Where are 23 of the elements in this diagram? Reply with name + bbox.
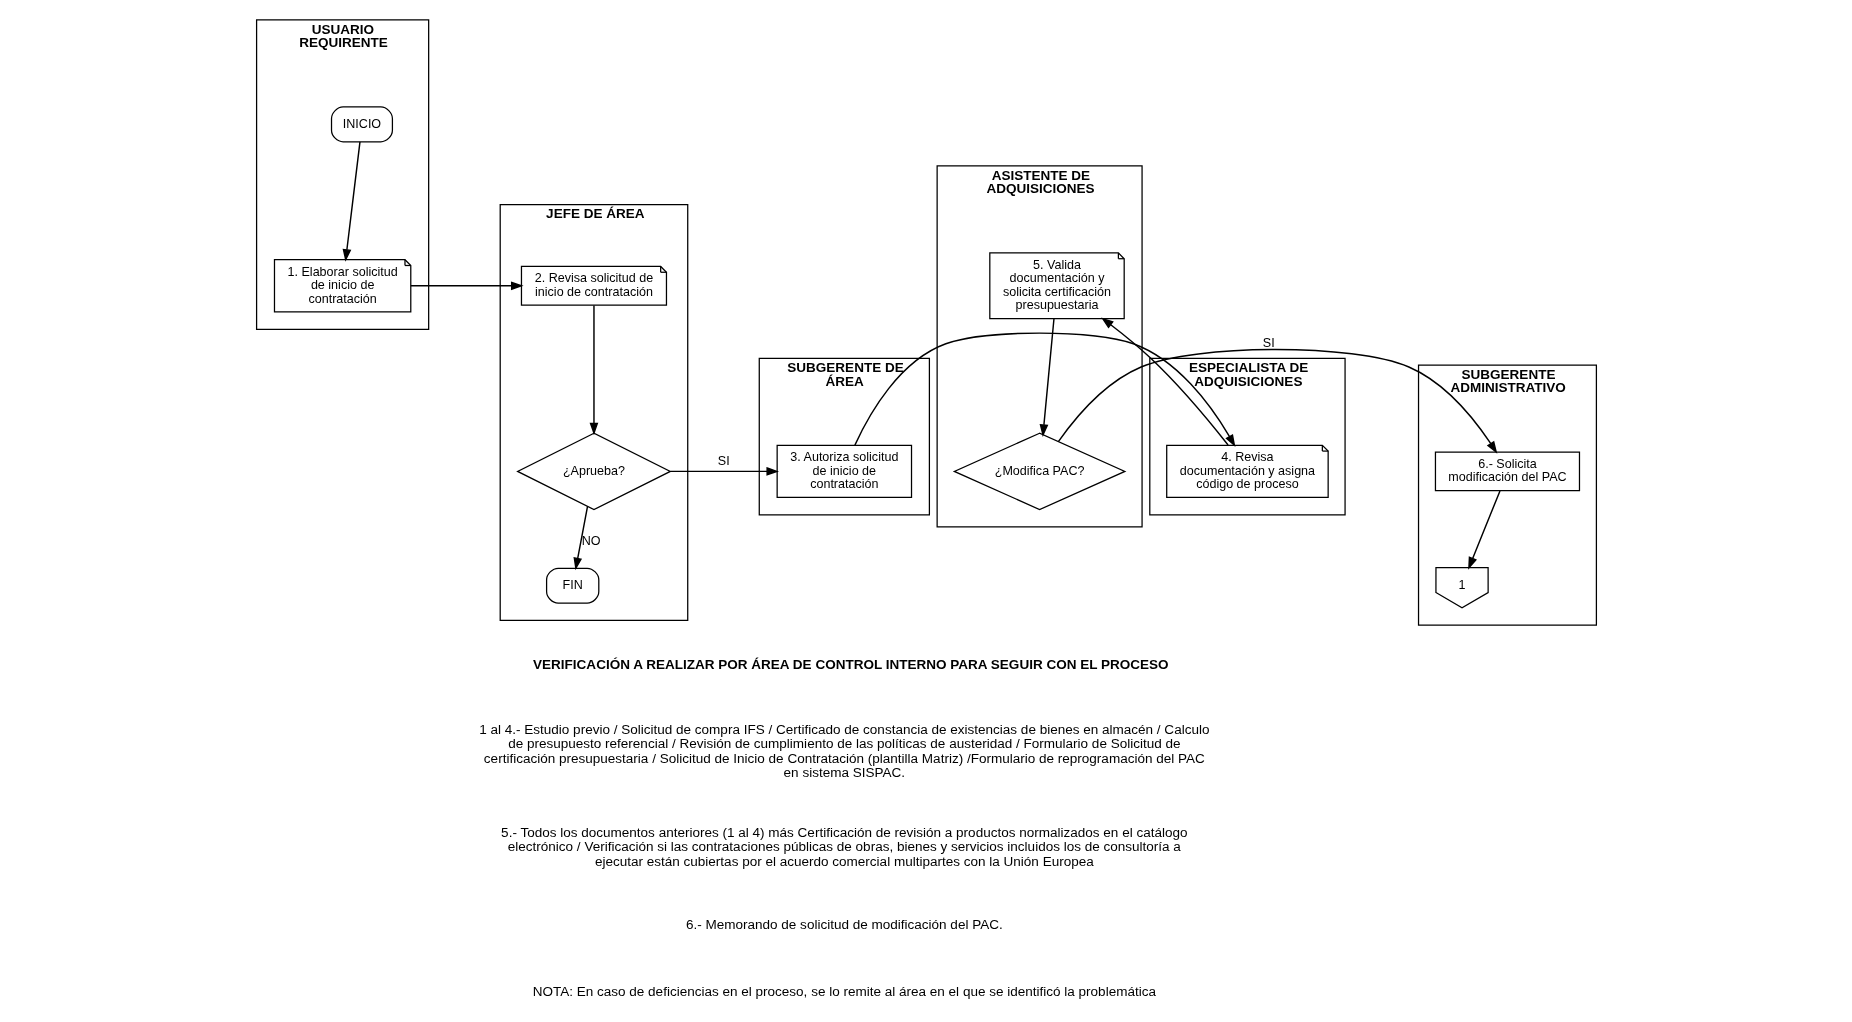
arrow [409,281,524,291]
arrow [1039,318,1055,437]
arrow [589,304,598,436]
edge-label: SI [1262,336,1275,351]
label: 6.- Memorando de solicitud de modificación del PAC. [685,917,1003,933]
arrow [1100,317,1229,446]
node-box: 3. Autoriza solicitud de inicio de contratación [776,444,912,499]
node-box: FIN [545,567,599,604]
arrow [853,332,1235,447]
arrow [669,467,779,476]
arrow [342,141,361,262]
node-box: INICIO [330,106,393,143]
node-diamond: ¿Modifica PAC? [952,432,1126,511]
label: VERIFICACIÓN A REALIZAR POR ÁREA DE CONTROL INTERNO PARA SEGUIR CON EL PROCESO [532,657,1169,673]
edge-label: SI [717,454,730,469]
label: 1 al 4.- Estudio previo / Solicitud de compra IFS / Certificado de constancia de existencias de bienes en almacén / Calculo de presupuesto referencial / Revisión de cumplimiento de las políticas de austeridad / Formulario de Solicitud de certificación presupuestaria / Solicitud de Inicio de Contratación (plantilla Matriz) /Formulario de reprogramación del PAC en sistema SISPAC. [478,721,1209,780]
node-diamond: ¿Aprueba? [515,432,672,511]
node-box: 6.- Solicita modificación del PAC [1434,451,1580,492]
edge-label: NO [581,533,600,548]
label: NOTA: En caso de deficiencias en el proceso, se lo remite al área en el que se identificó la problemática [532,983,1156,999]
arrow [1467,490,1501,570]
label: 5.- Todos los documentos anteriores (1 al 4) más Certificación de revisión a productos normalizados en el catálogo electrónico / Verificación si las contrataciones públicas de obras, bienes y servicios incluidos los de consultoría a ejecutar están cubiertas por el acuerdo comercial multipartes con la Unión Europea [500,824,1188,869]
arrow [572,505,588,571]
